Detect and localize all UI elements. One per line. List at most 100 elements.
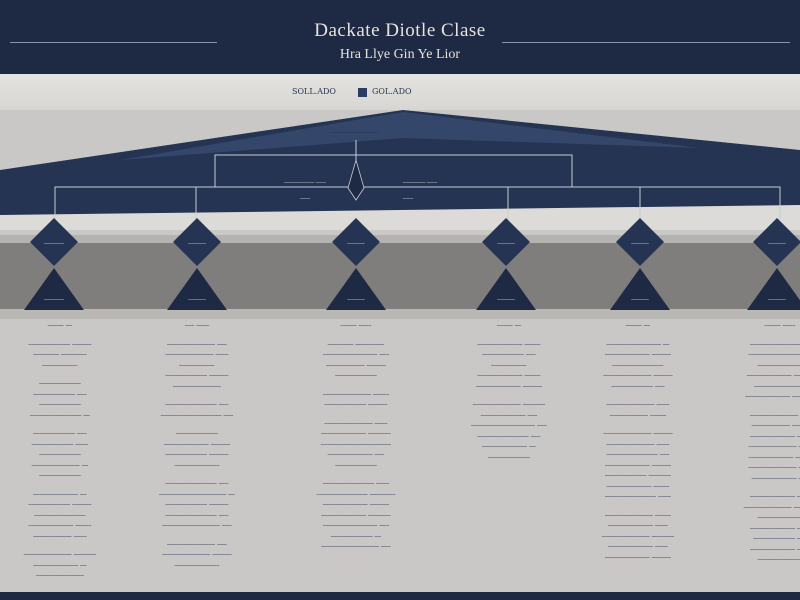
column-line: ______________ ____ bbox=[750, 542, 800, 550]
column-line: ________________ __ bbox=[750, 337, 800, 345]
footer-bar bbox=[0, 592, 800, 600]
column-line: ______________ bbox=[757, 358, 800, 366]
column-line: ________________ bbox=[612, 358, 664, 366]
column-line: ______________ ______ bbox=[604, 550, 672, 558]
node-triangle-1 bbox=[24, 268, 84, 310]
column-line: ______________ _______ bbox=[321, 508, 391, 516]
column-line: _____________ bbox=[176, 427, 218, 434]
node-diamond-2 bbox=[173, 218, 221, 266]
column-line: ___________ bbox=[42, 358, 78, 366]
column-line: ______________ ______ bbox=[475, 379, 543, 387]
text-column-3: _____ ____ ________ _________ ____________… bbox=[296, 318, 416, 550]
node-shapes bbox=[24, 218, 800, 310]
diagram-title: Dackate Diotle Clase bbox=[314, 20, 486, 41]
column-line: ________________ ____ bbox=[604, 490, 672, 497]
column-line: _______________ _______ bbox=[472, 398, 546, 405]
column-line: ________ _________ bbox=[327, 337, 385, 345]
column-line: _____ ____ bbox=[340, 319, 372, 326]
column-line: ______________ _______ bbox=[745, 390, 800, 397]
column-line: ______________________ bbox=[320, 437, 392, 445]
column-gap bbox=[0, 368, 120, 376]
column-gap bbox=[296, 379, 416, 387]
text-column-2: ___ ___________________ ________________… bbox=[137, 318, 257, 568]
column-gap bbox=[137, 468, 257, 476]
column-line: _______________ _____ bbox=[604, 508, 672, 516]
column-line: ______________ _____ bbox=[477, 369, 541, 376]
root-label: _________ _________ bbox=[331, 127, 379, 133]
node-lower-label-5: _______ bbox=[631, 294, 649, 300]
column-line: ________________ ___ bbox=[477, 429, 541, 437]
column-gap bbox=[578, 418, 698, 426]
column-line: _____________ ____ bbox=[31, 437, 89, 445]
column-line: _____________ ___ bbox=[33, 387, 87, 395]
node-triangle-6 bbox=[747, 268, 800, 310]
column-line: ______________ ____ bbox=[608, 540, 668, 547]
column-line: _____________ ___ bbox=[482, 348, 536, 355]
column-line: _______________ ______ bbox=[162, 548, 232, 555]
column-line: _______________ _______ bbox=[23, 548, 97, 555]
column-gap bbox=[296, 468, 416, 476]
column-line: _____________ ______ bbox=[165, 448, 229, 455]
column-line: ___________ bbox=[491, 358, 527, 366]
column-line: _______________ ___ bbox=[167, 537, 227, 545]
column-line: ______________ ______ bbox=[322, 498, 390, 505]
column-line: ___________________ ___ bbox=[160, 408, 234, 416]
column-gap bbox=[296, 329, 416, 337]
column-line: _____________ _______ bbox=[604, 469, 672, 476]
column-line: _______________ ___ bbox=[167, 337, 227, 345]
top-brackets bbox=[54, 140, 781, 220]
column-line: _______________ ____ bbox=[606, 398, 670, 405]
column-line: _____________ ______ bbox=[28, 337, 92, 345]
column-line: ________________ ___ bbox=[606, 448, 670, 455]
column-line: _________________ __ bbox=[606, 337, 670, 345]
column-line: ______________ ___ bbox=[327, 448, 385, 455]
column-line: ______________ bbox=[174, 558, 220, 566]
column-line: _____________ ______ bbox=[165, 369, 229, 376]
column-gap bbox=[0, 418, 120, 426]
column-line: _______________ _____ bbox=[322, 387, 390, 395]
node-diamond-4 bbox=[482, 218, 530, 266]
column-line: _______________ ______ bbox=[603, 369, 673, 376]
column-line: ____________ ____ bbox=[33, 529, 87, 537]
roof-highlight bbox=[120, 112, 700, 160]
node-diamond-3 bbox=[332, 218, 380, 266]
column-gap bbox=[720, 329, 800, 337]
column-line: _______________ ______ bbox=[603, 427, 673, 434]
center-node bbox=[347, 158, 365, 201]
branch-right-label: _________ ____ bbox=[402, 177, 438, 183]
text-column-1: _____ _______________ ______________ ___… bbox=[0, 318, 120, 579]
column-line: __________________ ___ bbox=[162, 519, 232, 526]
node-diamond-5 bbox=[616, 218, 664, 266]
column-line: _____________________ __ bbox=[159, 487, 235, 495]
column-line: ______________ __ bbox=[482, 440, 536, 447]
column-line: _____ __ bbox=[496, 319, 522, 326]
branch-left-label: ____________ ____ bbox=[284, 177, 326, 183]
legend-band bbox=[0, 74, 800, 110]
column-gap bbox=[449, 389, 569, 397]
column-line: _____________ ______ bbox=[324, 398, 388, 405]
column-gap bbox=[0, 329, 120, 337]
column-line: ______________ ______ bbox=[163, 437, 231, 445]
node-triangle-3 bbox=[326, 268, 386, 310]
column-line: ______________ bbox=[757, 553, 800, 560]
node-upper-label-6: _______ bbox=[768, 238, 786, 244]
header-rule-left bbox=[10, 42, 217, 43]
node-upper-label-5: _______ bbox=[631, 238, 649, 244]
column-line: ______________ ____ bbox=[750, 429, 800, 437]
node-triangle-2 bbox=[167, 268, 227, 310]
column-line: _____________ bbox=[335, 369, 377, 376]
column-gap bbox=[720, 400, 800, 408]
column-gap bbox=[137, 529, 257, 537]
node-lower-label-1: ________ bbox=[44, 294, 64, 300]
column-line: ________ ________ bbox=[33, 348, 87, 355]
header-bar: Dackate Diotle Clase Hra Llye Gin Ye Lio… bbox=[0, 0, 800, 74]
column-line: _______________ ____ bbox=[748, 440, 800, 447]
legend-left-label: SOLL.ADO bbox=[292, 87, 336, 96]
column-gap bbox=[578, 329, 698, 337]
column-line: ___ ____ bbox=[184, 319, 210, 326]
column-line: ______________ ______ bbox=[604, 348, 672, 355]
column-line: ________________ bbox=[34, 508, 86, 516]
column-gap bbox=[0, 539, 120, 547]
column-gap bbox=[0, 479, 120, 487]
column-line: _______________ bbox=[173, 379, 221, 387]
